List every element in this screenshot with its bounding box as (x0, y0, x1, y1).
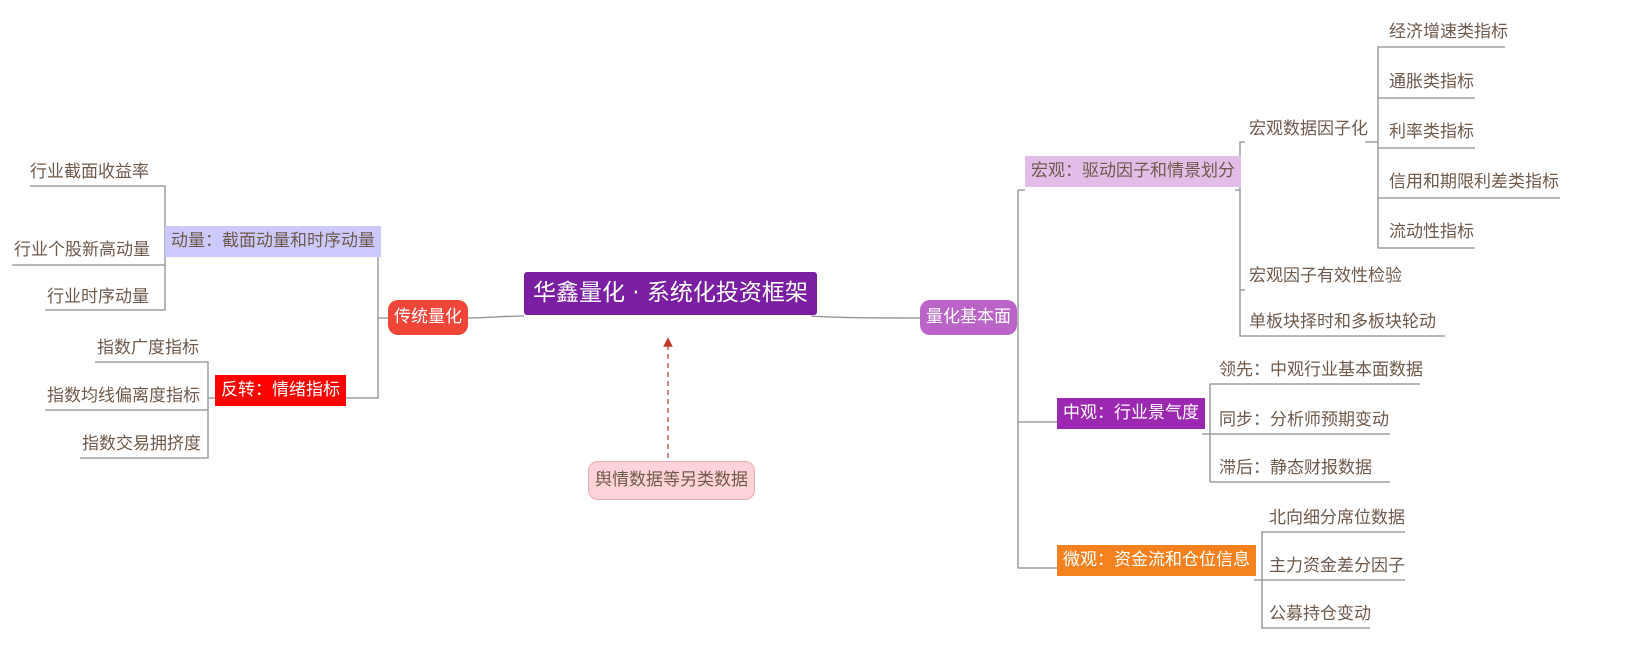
root-topic[interactable]: 华鑫量化 · 系统化投资框架 (524, 272, 817, 315)
link-meso-bracket (1202, 383, 1420, 483)
floating-topic-alt-data[interactable]: 舆情数据等另类数据 (588, 461, 755, 500)
leaf-industry-ts-momentum[interactable]: 行业时序动量 (47, 287, 149, 307)
link-left-trunk (340, 238, 388, 399)
link-macro-factor-bracket (1365, 46, 1560, 249)
link-micro-bracket (1254, 531, 1405, 629)
leaf-macro-factor-validation[interactable]: 宏观因子有效性检验 (1249, 266, 1402, 286)
main-topic-quant-fundamental[interactable]: 量化基本面 (920, 300, 1017, 335)
leaf-lagging-financials[interactable]: 滞后：静态财报数据 (1219, 458, 1372, 478)
link-root-left (467, 315, 525, 319)
leaf-liquidity-indicators[interactable]: 流动性指标 (1389, 222, 1474, 242)
subtopic-reversal[interactable]: 反转：情绪指标 (215, 375, 346, 406)
link-reversal-bracket (45, 361, 215, 459)
leaf-rate-indicators[interactable]: 利率类指标 (1389, 122, 1474, 142)
link-root-right (810, 315, 921, 319)
leaf-inflation-indicators[interactable]: 通胀类指标 (1389, 72, 1474, 92)
leaf-macro-factorization[interactable]: 宏观数据因子化 (1249, 119, 1368, 139)
leaf-stock-new-high-momentum[interactable]: 行业个股新高动量 (14, 240, 150, 260)
subtopic-meso[interactable]: 中观：行业景气度 (1057, 398, 1205, 429)
leaf-index-ma-deviation[interactable]: 指数均线偏离度指标 (47, 386, 200, 406)
main-topic-traditional-quant[interactable]: 传统量化 (388, 300, 468, 335)
leaf-index-breadth[interactable]: 指数广度指标 (97, 338, 199, 358)
leaf-coincident-analyst-revisions[interactable]: 同步：分析师预期变动 (1219, 410, 1389, 430)
subtopic-micro[interactable]: 微观：资金流和仓位信息 (1057, 545, 1256, 576)
leaf-industry-cross-return[interactable]: 行业截面收益率 (30, 162, 149, 182)
leaf-leading-industry-data[interactable]: 领先：中观行业基本面数据 (1219, 360, 1423, 380)
leaf-northbound-seats[interactable]: 北向细分席位数据 (1269, 508, 1405, 528)
subtopic-macro[interactable]: 宏观：驱动因子和情景划分 (1025, 156, 1241, 187)
leaf-main-fund-diff-factor[interactable]: 主力资金差分因子 (1269, 556, 1405, 576)
leaf-index-crowding[interactable]: 指数交易拥挤度 (82, 434, 201, 454)
subtopic-momentum[interactable]: 动量：截面动量和时序动量 (165, 226, 381, 257)
leaf-credit-term-spread[interactable]: 信用和期限利差类指标 (1389, 172, 1559, 192)
link-right-trunk (1017, 189, 1057, 569)
leaf-growth-indicators[interactable]: 经济增速类指标 (1389, 22, 1508, 42)
leaf-mutual-fund-holdings[interactable]: 公募持仓变动 (1269, 604, 1371, 624)
leaf-sector-timing-rotation[interactable]: 单板块择时和多板块轮动 (1249, 312, 1436, 332)
